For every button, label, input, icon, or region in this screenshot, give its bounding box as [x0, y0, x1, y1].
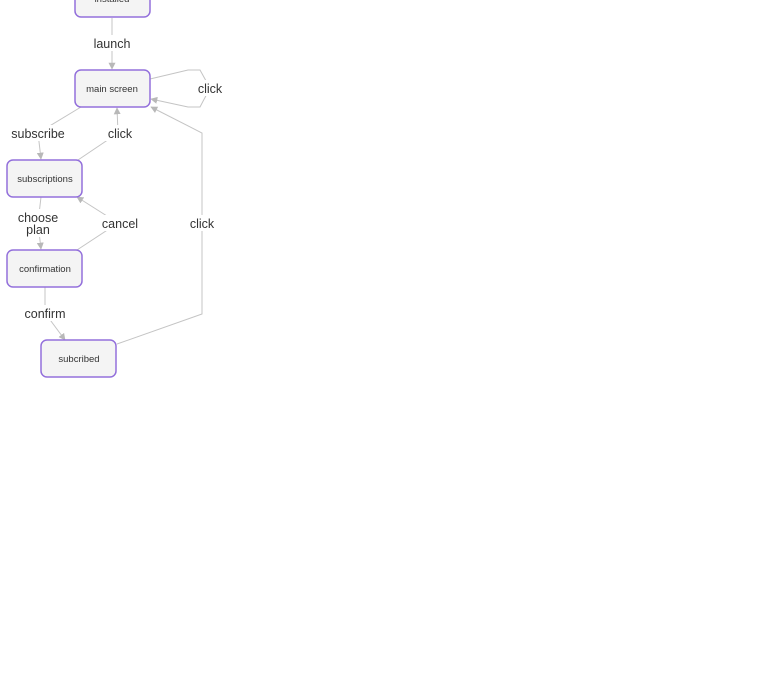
node-label-main-screen: main screen	[86, 84, 138, 95]
edge-label-confirm: confirm	[25, 307, 66, 321]
edge-label-back-click: click	[108, 127, 133, 141]
edge-label-self-click: click	[198, 82, 223, 96]
node-subscribed: subcribed	[40, 339, 117, 378]
node-label-subscribed: subcribed	[58, 354, 99, 365]
node-main-screen: main screen	[74, 69, 151, 108]
edge-label-choose: choose	[18, 211, 58, 225]
edge-label-cancel: cancel	[102, 217, 138, 231]
node-label-subscriptions: subscriptions	[17, 174, 73, 185]
edge-label-plan: plan	[26, 223, 50, 237]
edge-label-return-click: click	[190, 217, 215, 231]
node-installed: installed	[74, 0, 151, 18]
node-subscriptions: subscriptions	[6, 159, 83, 198]
node-label-confirmation: confirmation	[19, 264, 71, 275]
edge-label-subscribe: subscribe	[11, 127, 65, 141]
edge-label-launch: launch	[94, 37, 131, 51]
node-label-installed: installed	[95, 0, 130, 5]
node-confirmation: confirmation	[6, 249, 83, 288]
